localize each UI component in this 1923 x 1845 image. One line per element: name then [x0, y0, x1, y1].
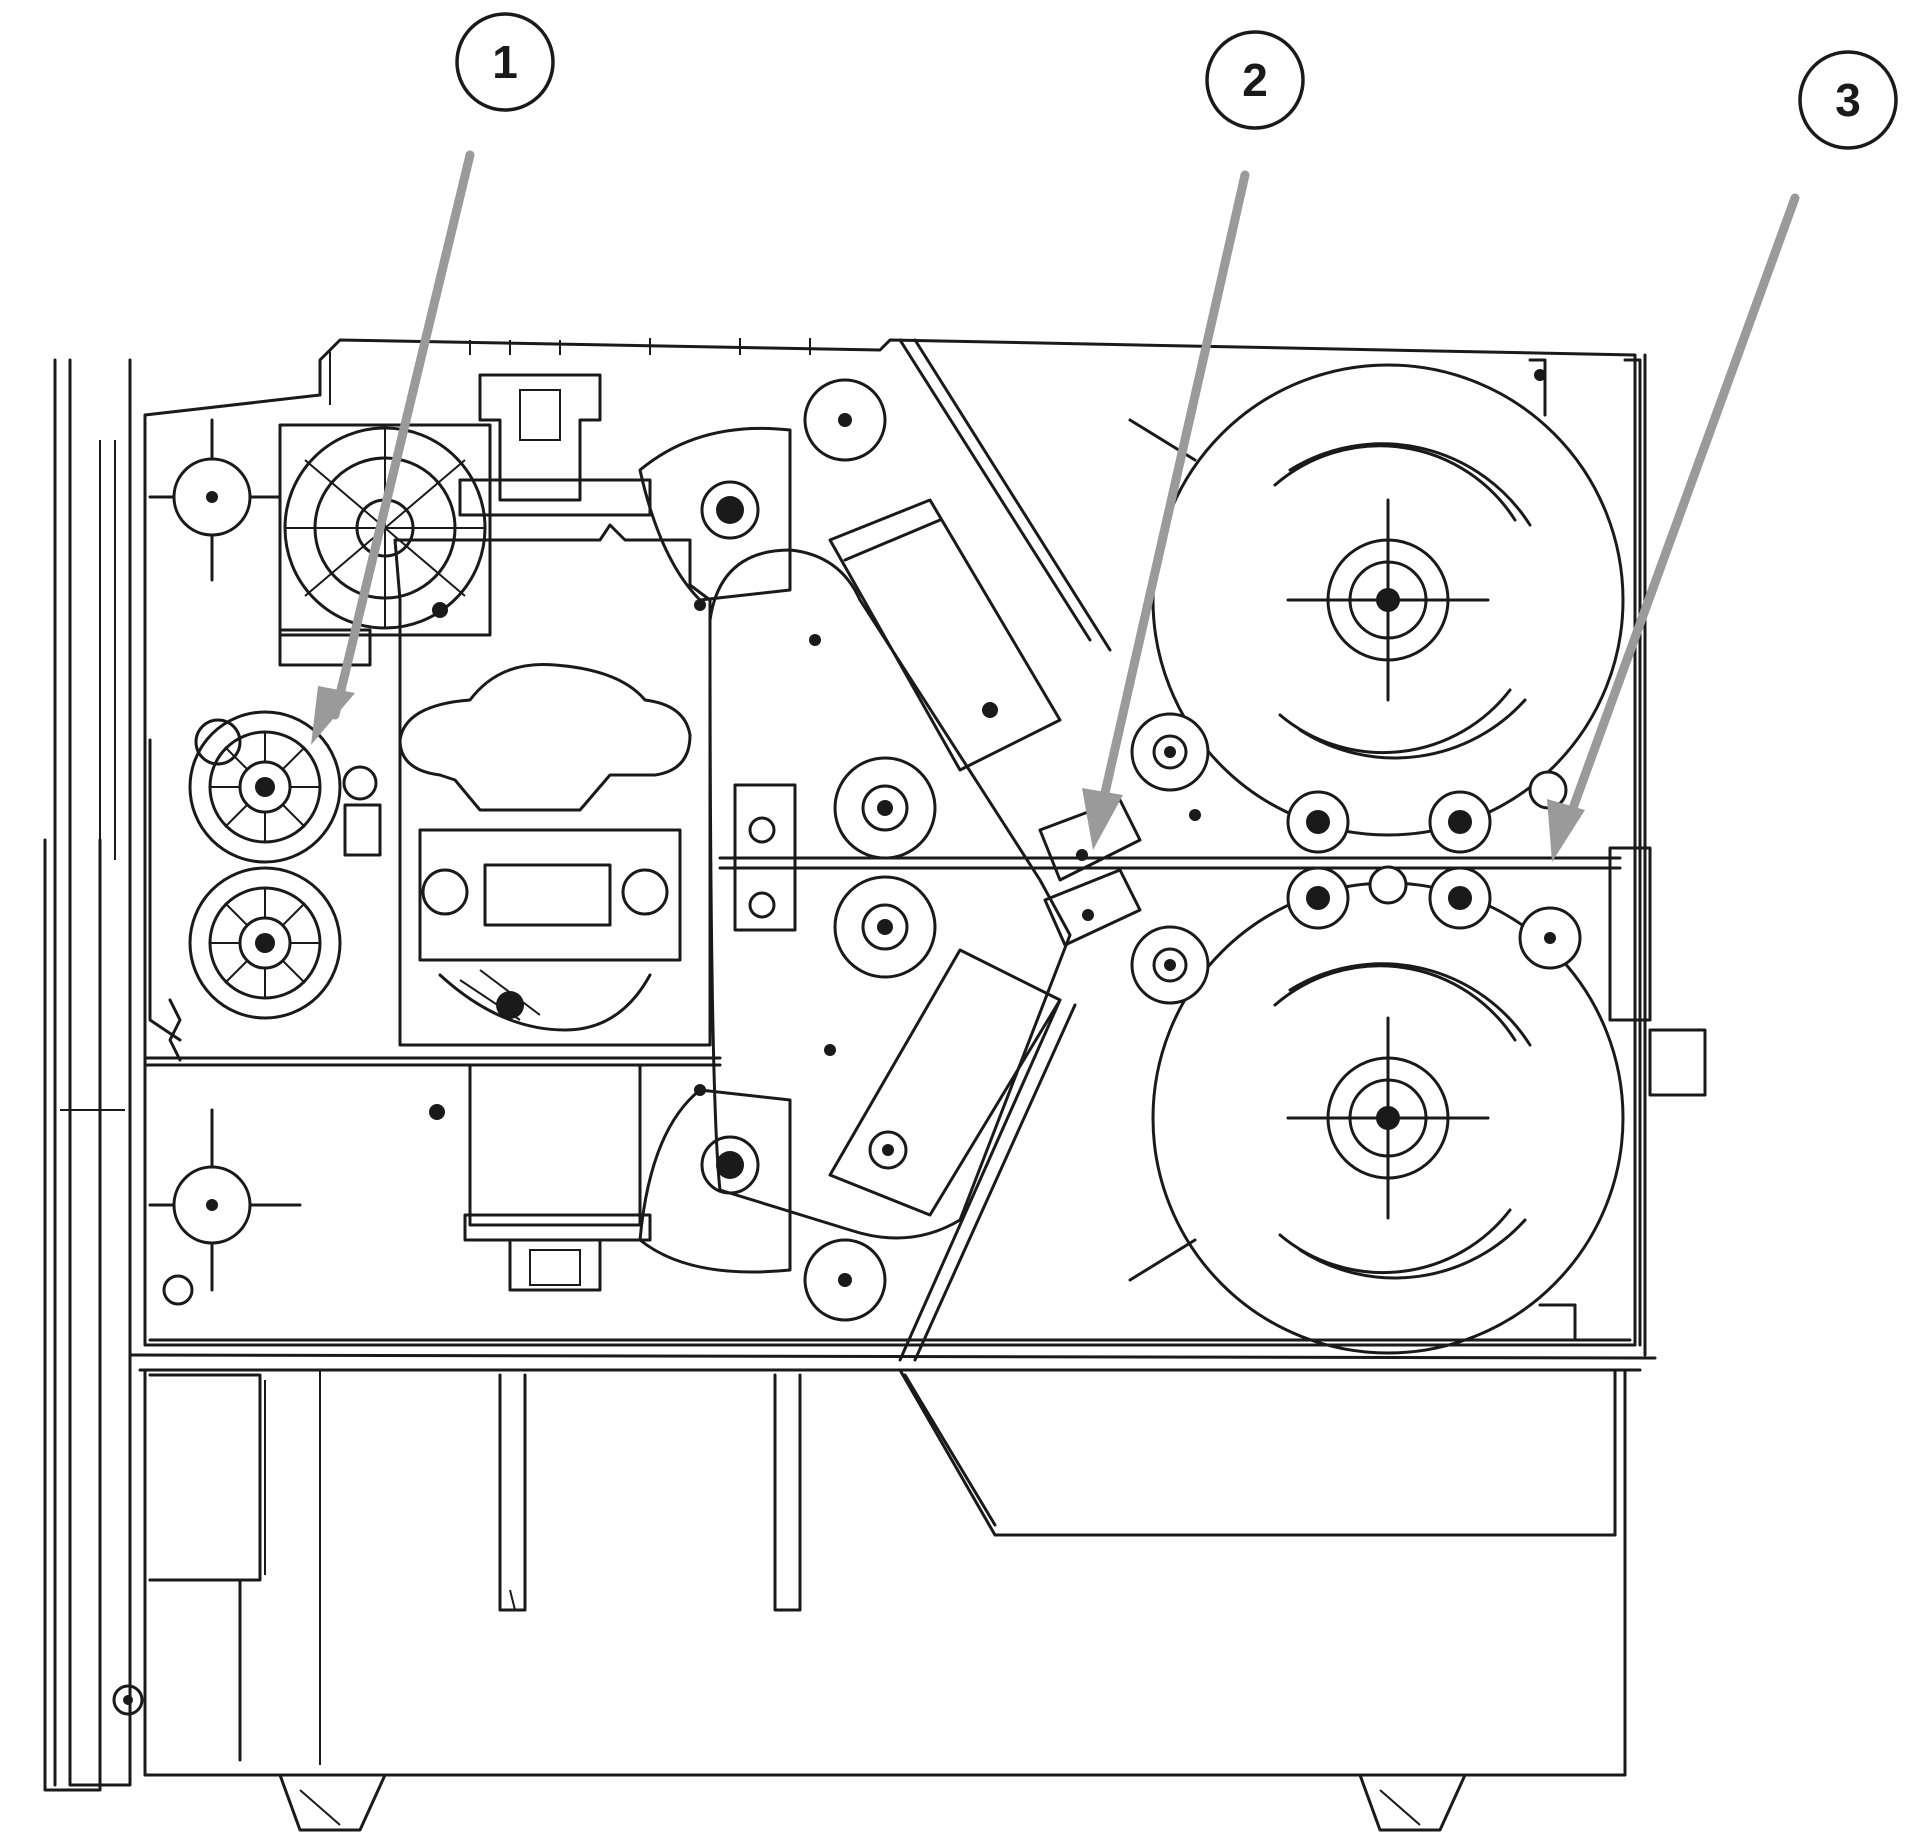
lower-ribbon-path: [828, 948, 1062, 1217]
card-transport-rollers: [1130, 712, 1582, 1005]
card-path-rails: [718, 856, 1622, 870]
callout-2: 2: [1205, 30, 1305, 130]
callout-1-label: 1: [492, 36, 518, 88]
swing-arm: [708, 338, 1112, 1362]
callout-3-arrow: [1560, 193, 1800, 835]
lower-cam-gear: [638, 1088, 887, 1322]
callout-arrows: [311, 150, 1800, 862]
callout-1-arrowhead: [311, 686, 355, 745]
left-side-panel: [43, 358, 132, 1792]
upper-left-roller: [148, 418, 282, 582]
upper-ribbon-path: [828, 498, 1062, 772]
fan-assembly: [278, 423, 492, 637]
callout-3-arrowhead: [1547, 799, 1585, 862]
callout-3: 3: [1798, 50, 1898, 150]
callout-2-arrow: [1095, 170, 1250, 820]
output-bracket: [1538, 846, 1707, 1342]
upper-cam-gear: [638, 378, 887, 602]
lower-housing: [112, 1368, 1627, 1832]
callout-1: 1: [455, 12, 555, 112]
upper-ribbon-spool: [1128, 358, 1625, 837]
card-feed-gears: [148, 628, 382, 1062]
callout-3-label: 3: [1835, 74, 1861, 126]
callout-2-arrowhead: [1082, 788, 1123, 850]
lower-left-roller: [148, 1108, 302, 1306]
print-head-cradle: [393, 373, 712, 1292]
screws: [429, 369, 1546, 1120]
callout-2-label: 2: [1242, 54, 1268, 106]
callout-1-arrow: [330, 150, 475, 720]
platen-rollers: [733, 756, 937, 979]
